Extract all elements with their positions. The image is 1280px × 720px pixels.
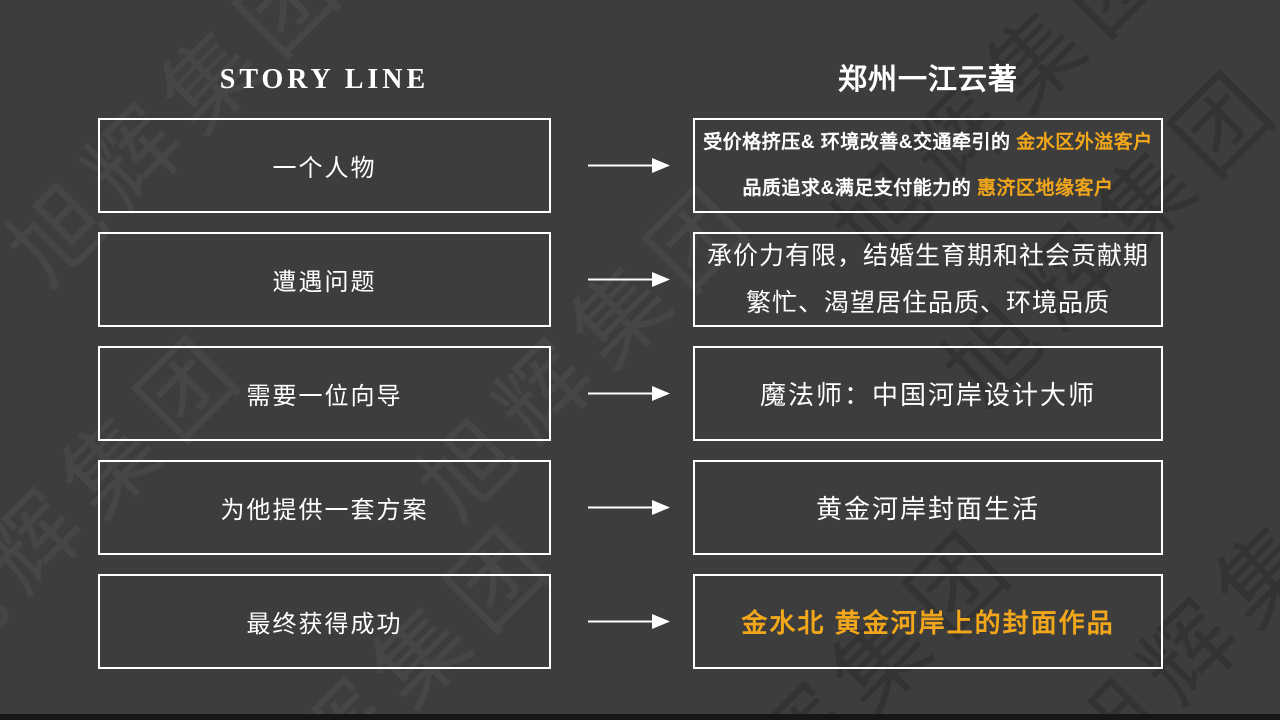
answer-text: 黄金河岸封面生活 <box>815 494 1040 524</box>
slide-bottom-edge <box>0 714 1280 720</box>
arrow-right-icon <box>588 500 670 515</box>
story-step-label: 最终获得成功 <box>246 611 403 638</box>
story-row-1: 一个人物 受价格挤压& 环境改善&交通牵引的 金水区外溢客户 品质追求&满足支付… <box>0 118 1280 213</box>
story-answer-box-4: 黄金河岸封面生活 <box>693 460 1163 555</box>
story-row-5: 最终获得成功 金水北 黄金河岸上的封面作品 <box>0 574 1280 669</box>
arrow-right-icon <box>588 272 670 287</box>
story-row-3: 需要一位向导 魔法师：中国河岸设计大师 <box>0 346 1280 441</box>
story-step-box-4: 为他提供一套方案 <box>98 460 551 555</box>
answer-line: 受价格挤压& 环境改善&交通牵引的 金水区外溢客户 <box>703 120 1153 166</box>
answer-highlight: 金水北 黄金河岸上的封面作品 <box>741 608 1115 638</box>
storyline-heading: STORY LINE <box>219 64 430 95</box>
story-step-box-1: 一个人物 <box>98 118 551 213</box>
answer-line: 承价力有限，结婚生育期和社会贡献期 <box>706 241 1149 270</box>
story-step-box-3: 需要一位向导 <box>98 346 551 441</box>
story-step-box-2: 遭遇问题 <box>98 232 551 327</box>
story-step-label: 为他提供一套方案 <box>220 497 429 524</box>
answer-highlight: 惠济区地缘客户 <box>977 177 1114 199</box>
story-row-2: 遭遇问题 承价力有限，结婚生育期和社会贡献期 繁忙、渴望居住品质、环境品质 <box>0 232 1280 327</box>
story-answer-box-1: 受价格挤压& 环境改善&交通牵引的 金水区外溢客户 品质追求&满足支付能力的 惠… <box>693 118 1163 213</box>
story-step-label: 遭遇问题 <box>272 269 377 296</box>
story-step-box-5: 最终获得成功 <box>98 574 551 669</box>
answer-text: 品质追求&满足支付能力的 <box>742 177 977 199</box>
arrow-right-icon <box>588 614 670 629</box>
story-row-4: 为他提供一套方案 黄金河岸封面生活 <box>0 460 1280 555</box>
project-heading: 郑州一江云著 <box>837 64 1018 96</box>
story-answer-box-2: 承价力有限，结婚生育期和社会贡献期 繁忙、渴望居住品质、环境品质 <box>693 232 1163 327</box>
answer-text: 受价格挤压& 环境改善&交通牵引的 <box>703 131 1017 153</box>
answer-line: 繁忙、渴望居住品质、环境品质 <box>745 288 1110 317</box>
story-step-label: 一个人物 <box>272 155 377 182</box>
answer-highlight: 金水区外溢客户 <box>1016 131 1153 153</box>
answer-line: 品质追求&满足支付能力的 惠济区地缘客户 <box>742 166 1113 212</box>
arrow-right-icon <box>588 158 670 173</box>
story-step-label: 需要一位向导 <box>246 383 403 410</box>
story-answer-box-3: 魔法师：中国河岸设计大师 <box>693 346 1163 441</box>
answer-text: 魔法师：中国河岸设计大师 <box>759 380 1096 410</box>
story-answer-box-5: 金水北 黄金河岸上的封面作品 <box>693 574 1163 669</box>
watermark-text: 旭辉集团 <box>1044 420 1280 720</box>
arrow-right-icon <box>588 386 670 401</box>
